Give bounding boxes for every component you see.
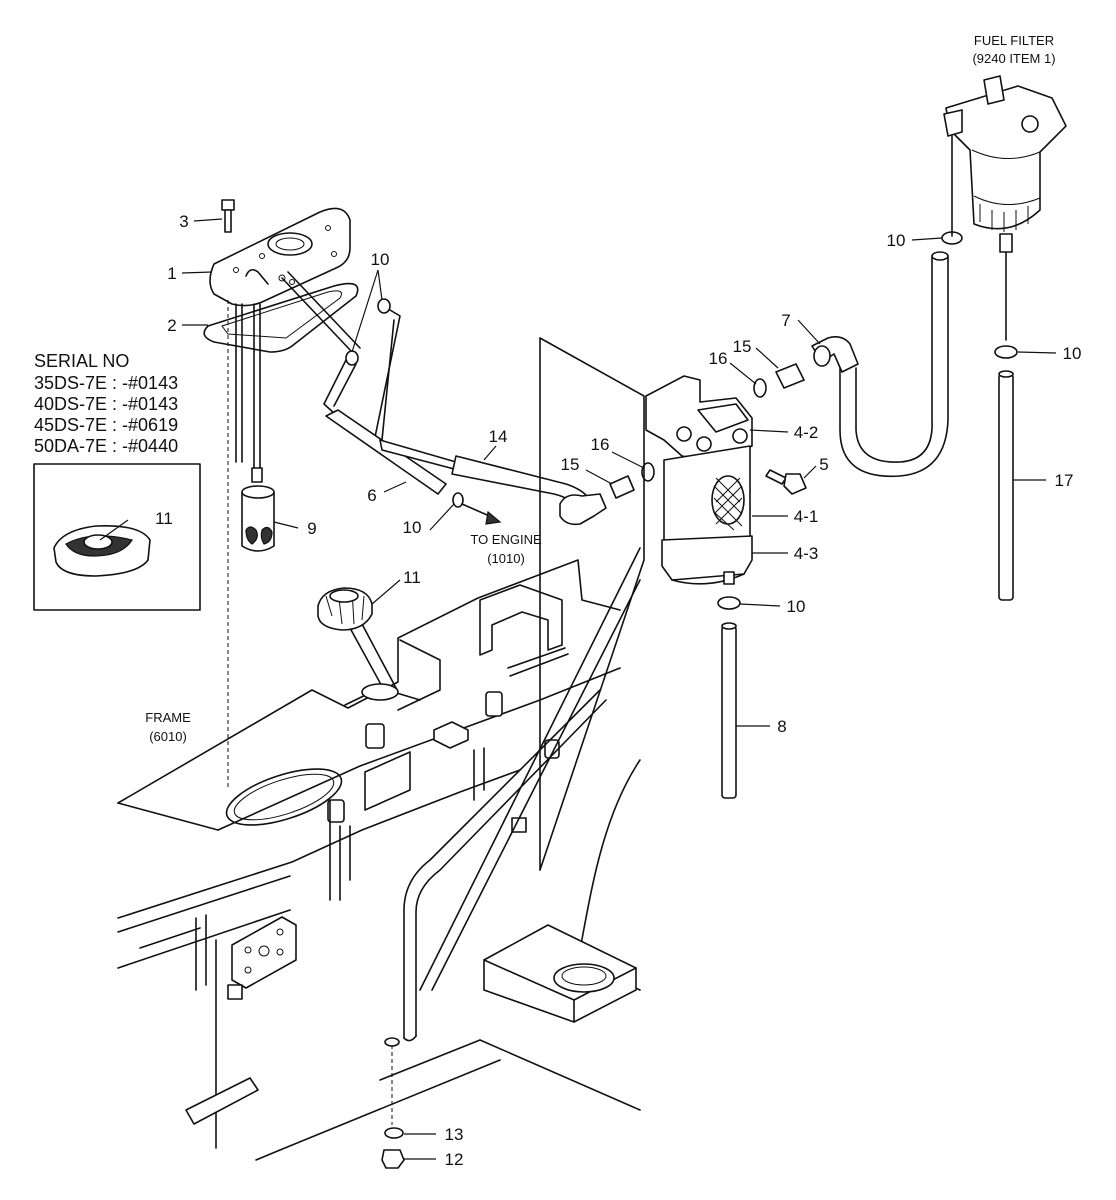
callout-10-separator: 10 xyxy=(787,597,806,616)
callout-4-1: 4-1 xyxy=(794,507,819,526)
serial-row: 45DS-7E : -#0619 xyxy=(34,415,178,435)
callout-10-engine: 10 xyxy=(403,518,422,537)
callout-9: 9 xyxy=(307,519,316,538)
callout-10-filter: 10 xyxy=(887,231,906,250)
callout-14: 14 xyxy=(489,427,508,446)
to-engine-ref: (1010) xyxy=(487,551,525,566)
callout-2: 2 xyxy=(167,316,176,335)
frame-ref: (6010) xyxy=(149,729,187,744)
drain-plug-assembly xyxy=(381,1037,405,1169)
callout-4-3: 4-3 xyxy=(794,544,819,563)
serial-row: 50DA-7E : -#0440 xyxy=(34,436,178,456)
fuel-lines xyxy=(325,298,655,526)
callout-11-inset: 11 xyxy=(155,509,173,528)
callout-5: 5 xyxy=(819,455,828,474)
to-engine-label: TO ENGINE xyxy=(470,532,542,547)
callout-16-upper: 16 xyxy=(709,349,728,368)
serial-row: 35DS-7E : -#0143 xyxy=(34,373,178,393)
callout-1: 1 xyxy=(167,264,176,283)
callout-4-2: 4-2 xyxy=(794,423,819,442)
callout-leaders xyxy=(99,218,1057,1160)
callout-13: 13 xyxy=(445,1125,464,1144)
callout-10-plate: 10 xyxy=(371,250,390,269)
callout-17: 17 xyxy=(1055,471,1074,490)
frame-structure xyxy=(117,547,641,1161)
serial-row: 40DS-7E : -#0143 xyxy=(34,394,178,414)
fuel-filter-assembly xyxy=(943,75,1067,601)
callout-16-lower: 16 xyxy=(591,435,610,454)
callout-3: 3 xyxy=(179,212,188,231)
callout-8: 8 xyxy=(777,717,786,736)
callout-15-lower: 15 xyxy=(561,455,580,474)
callout-12: 12 xyxy=(445,1150,464,1169)
return-hose-assembly xyxy=(717,231,963,799)
callout-6: 6 xyxy=(367,486,376,505)
filler-cap xyxy=(317,587,399,701)
callout-15-upper: 15 xyxy=(733,337,752,356)
callout-11-filler: 11 xyxy=(403,568,421,587)
serial-inset xyxy=(33,463,201,611)
fuel-filter-title: FUEL FILTER xyxy=(974,33,1054,48)
callout-7: 7 xyxy=(781,311,790,330)
fuel-filter-ref: (9240 ITEM 1) xyxy=(972,51,1055,66)
water-separator xyxy=(539,337,807,871)
frame-label: FRAME xyxy=(145,710,191,725)
tank-top-assembly xyxy=(203,199,361,790)
serial-heading: SERIAL NO xyxy=(34,351,129,371)
callout-10-hose17: 10 xyxy=(1063,344,1082,363)
